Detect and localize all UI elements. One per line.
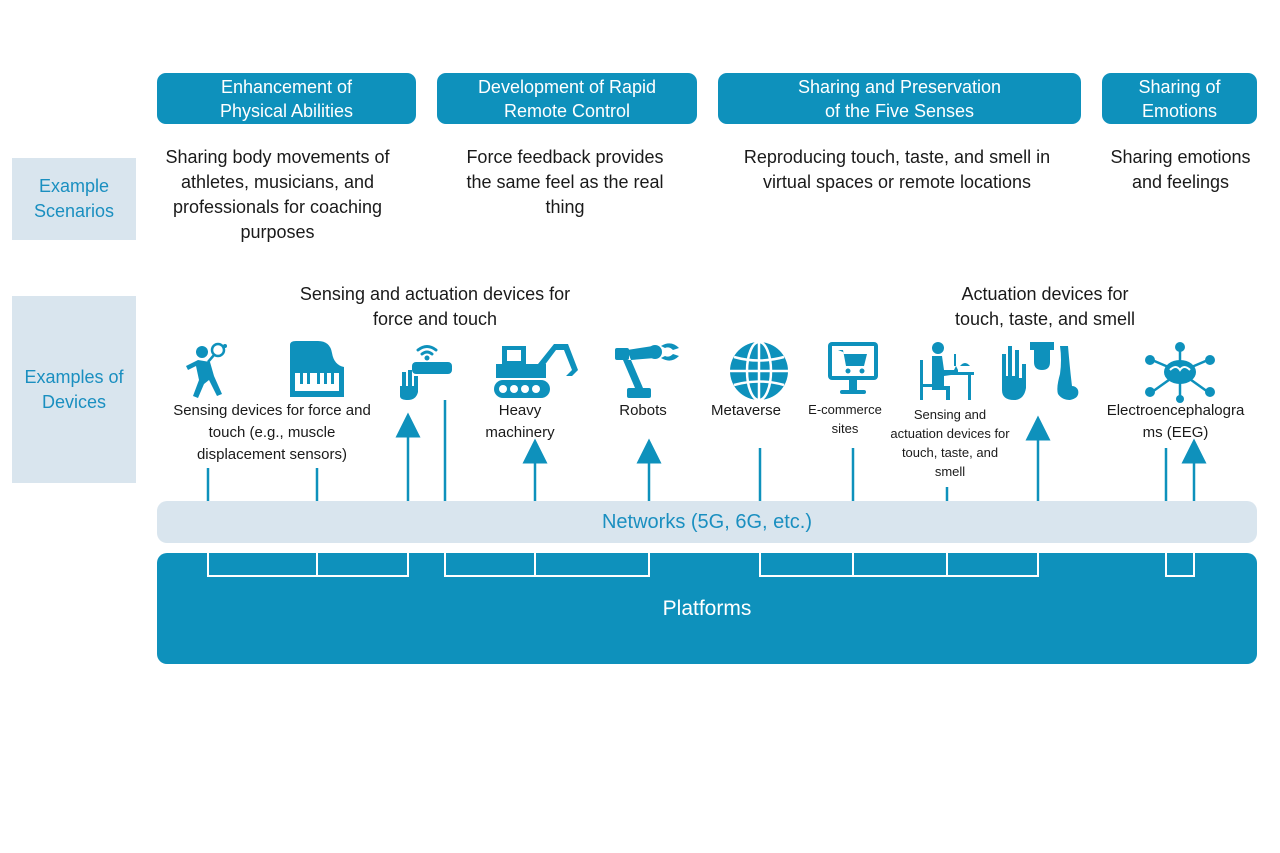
piano-icon [290,341,344,397]
networks-label: Networks (5G, 6G, etc.) [601,510,813,533]
device-label-eeg: Electroencephalogra ms (EEG) [1106,402,1245,441]
robot-arm-icon [615,343,679,398]
platforms-label: Platforms [662,596,752,620]
group-force-touch: Sensing and actuation devices for force … [299,284,571,329]
side-label-scenarios: Example Scenarios [12,158,136,240]
networks-bar: Networks (5G, 6G, etc.) [157,501,1257,543]
tennis-player-icon [186,342,227,398]
shopping-cart-monitor-icon [828,342,878,394]
side-label-devices: Examples of Devices [12,296,136,483]
category-remote-control: Development of Rapid Remote Control [437,73,697,124]
category-label: Development of Rapid Remote Control [477,76,657,121]
person-eating-icon [920,342,974,400]
device-label-heavy-machinery: Heavy machinery [485,402,555,441]
brain-network-icon [1145,342,1215,403]
platform-bracket [444,543,650,577]
platforms-bar: Platforms [157,553,1257,664]
category-emotions: Sharing of Emotions [1102,73,1257,124]
group-touch-taste-smell: Actuation devices for touch, taste, and … [954,284,1136,329]
device-label-robots: Robots [619,402,667,419]
device-label-metaverse: Metaverse [710,402,782,419]
category-label: Sharing and Preservation of the Five Sen… [797,76,1002,121]
category-five-senses: Sharing and Preservation of the Five Sen… [718,73,1081,124]
device-label-sensing-force: Sensing devices for force and touch (e.g… [173,402,371,463]
scenario-senses: Reproducing touch, taste, and smell in v… [743,147,1051,192]
hand-vr-headset-icon [400,345,452,400]
category-label: Sharing of Emotions [1138,76,1221,121]
category-label: Enhancement of Physical Abilities [219,76,354,121]
platform-bracket [207,543,409,577]
platform-bracket [1165,543,1195,577]
scenario-remote: Force feedback provides the same feel as… [466,147,664,217]
excavator-icon [494,344,578,398]
platform-bracket [759,543,1039,577]
device-label-sensing-taste: Sensing and actuation devices for touch,… [890,407,1010,479]
device-label-ecommerce: E-commerce sites [808,402,882,436]
scenario-physical: Sharing body movements of athletes, musi… [165,147,390,242]
category-physical-abilities: Enhancement of Physical Abilities [157,73,416,124]
scenario-emotions: Sharing emotions and feelings [1110,147,1251,192]
hand-tongue-nose-icon [1002,342,1079,400]
globe-icon [730,340,788,402]
